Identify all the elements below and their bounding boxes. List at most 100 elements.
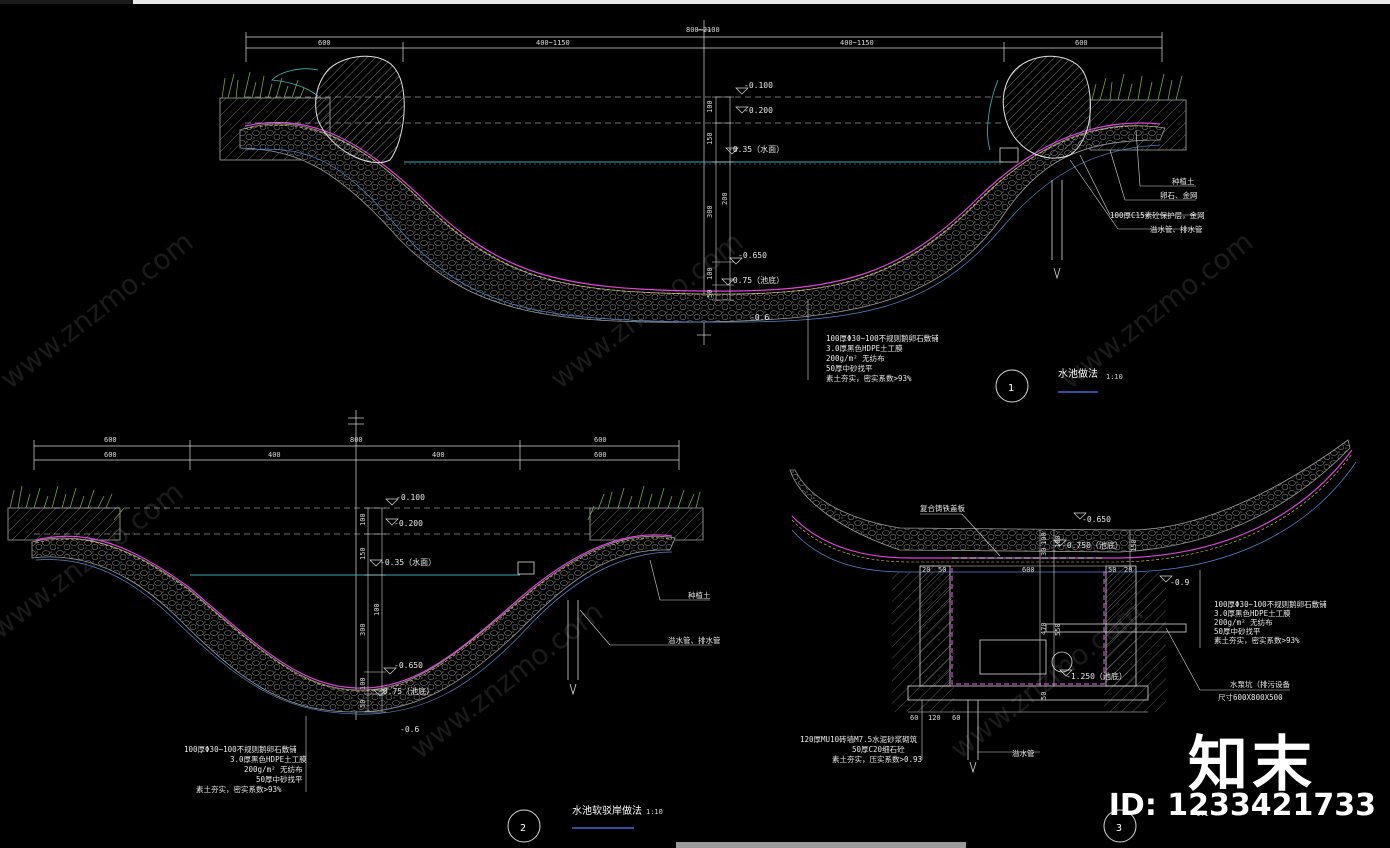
d2-detail-circle xyxy=(507,809,541,843)
svg-text:100: 100 xyxy=(706,100,714,113)
svg-text:150: 150 xyxy=(359,547,367,560)
svg-text:50: 50 xyxy=(706,290,714,298)
bottom-scrollbar[interactable] xyxy=(676,842,966,848)
svg-text:-0.9: -0.9 xyxy=(1170,578,1189,587)
resource-id: ID: 1233421733 xyxy=(1108,788,1376,823)
application-title-bar xyxy=(0,0,1390,4)
svg-text:200g/m² 无纺布: 200g/m² 无纺布 xyxy=(1214,617,1273,627)
svg-text:100厚Φ30~100不规则鹅卵石敷铺: 100厚Φ30~100不规则鹅卵石敷铺 xyxy=(1214,599,1327,609)
title-bar-tab[interactable] xyxy=(0,0,133,4)
svg-text:50: 50 xyxy=(1108,566,1116,574)
watermark-text-1: www.znzmo.com xyxy=(0,225,199,396)
svg-text:120: 120 xyxy=(928,714,941,722)
d2-right-grass xyxy=(587,485,701,521)
svg-text:20: 20 xyxy=(1124,566,1132,574)
svg-text:600: 600 xyxy=(594,436,607,444)
svg-text:300: 300 xyxy=(706,205,714,218)
svg-text:400: 400 xyxy=(432,451,445,459)
d1-dim-mid-right: 400~1150 xyxy=(840,39,874,47)
svg-text:素土夯实，密实系数>93%: 素土夯实，密实系数>93% xyxy=(1214,635,1300,645)
svg-text:150: 150 xyxy=(706,132,714,145)
svg-text:100: 100 xyxy=(359,677,367,690)
svg-text:200: 200 xyxy=(721,192,729,205)
d1-layer-3: 200g/m² 无纺布 xyxy=(826,353,885,363)
svg-text:100: 100 xyxy=(1040,532,1048,545)
d2-membrane-line xyxy=(35,534,673,689)
d1-dim-total: 800~2100 xyxy=(686,26,720,34)
svg-text:30: 30 xyxy=(1040,548,1048,556)
d2-overflow-pipe xyxy=(517,561,535,575)
d1-note-1: 种植土 xyxy=(1172,176,1195,186)
detail-2-section: 600 800 600 600 400 400 600 xyxy=(7,410,721,843)
d1-note-2: 卵石、金网 xyxy=(1160,190,1198,200)
d3-base-slab xyxy=(907,685,1149,701)
d1-dim-left: 600 xyxy=(318,39,331,47)
svg-text:50: 50 xyxy=(938,566,946,574)
svg-text:800: 800 xyxy=(350,436,363,444)
d1-elev-bottom: -0.75（池底） xyxy=(728,275,784,285)
svg-text:-0.6: -0.6 xyxy=(400,725,419,734)
d1-elev-water: -0.35（水面） xyxy=(728,144,784,154)
d1-left-aquatic-plant xyxy=(271,68,319,97)
svg-text:-0.650: -0.650 xyxy=(1082,515,1111,524)
d3-top-note: 复合铸铁盖板 xyxy=(920,503,965,513)
d3-pump-size: 尺寸600X800X500 xyxy=(1218,692,1283,702)
svg-text:60: 60 xyxy=(910,714,918,722)
d1-right-boulder xyxy=(1002,55,1091,159)
svg-text:-0.650: -0.650 xyxy=(394,661,423,670)
svg-text:600: 600 xyxy=(1022,566,1035,574)
d2-note-1: 种植土 xyxy=(688,590,711,600)
d3-left-wall xyxy=(919,565,951,687)
d2-left-grass xyxy=(9,485,125,521)
svg-text:200g/m² 无纺布: 200g/m² 无纺布 xyxy=(244,764,303,774)
d1-layer-1: 100厚Φ30~100不规则鹅卵石敷铺 xyxy=(826,333,939,343)
d3-detail-circle xyxy=(1103,809,1137,843)
svg-text:50: 50 xyxy=(359,700,367,708)
d1-subgrade-line xyxy=(244,144,1161,323)
d1-gravel-layer xyxy=(239,123,1166,323)
d2-dimension-lines xyxy=(33,410,680,720)
svg-text:100: 100 xyxy=(706,267,714,280)
d1-dim-mid-left: 400~1150 xyxy=(536,39,570,47)
svg-text:550: 550 xyxy=(1054,623,1062,636)
d1-note-4: 溢水管、排水管 xyxy=(1150,224,1203,234)
svg-text:600: 600 xyxy=(104,451,117,459)
svg-text:400: 400 xyxy=(268,451,281,459)
svg-text:-1.250（池底）: -1.250（池底） xyxy=(1066,671,1127,681)
d1-elev-1: -0.100 xyxy=(744,81,773,90)
d3-gravel-layer xyxy=(789,439,1351,553)
svg-text:-0.100: -0.100 xyxy=(396,493,425,502)
d1-right-leaders xyxy=(1069,129,1196,230)
d3-pit-liner xyxy=(951,568,1105,685)
d1-detail-circle xyxy=(995,369,1029,403)
svg-text:50厚C20细石砼: 50厚C20细石砼 xyxy=(852,744,905,754)
svg-text:600: 600 xyxy=(104,436,117,444)
d1-level-lines xyxy=(245,96,1004,124)
d1-overflow-pipe xyxy=(999,147,1019,163)
d1-geotextile-line xyxy=(244,125,1161,295)
svg-text:素土夯实，压实系数>0.93: 素土夯实，压实系数>0.93 xyxy=(832,754,922,764)
d1-layer-5: 素土夯实，密实系数>93% xyxy=(826,373,912,383)
svg-text:-0.750（池底）: -0.750（池底） xyxy=(1062,540,1123,550)
svg-text:1:10: 1:10 xyxy=(646,808,663,816)
svg-text:1:1: 1:1 xyxy=(1196,810,1209,818)
d2-gravel-layer xyxy=(31,535,676,713)
d3-pump-body xyxy=(979,639,1047,675)
svg-text:-0.75（池底）: -0.75（池底） xyxy=(378,686,434,696)
svg-text:100: 100 xyxy=(359,513,367,526)
svg-text:600: 600 xyxy=(594,451,607,459)
d1-elev-3: -0.650 xyxy=(738,251,767,260)
d2-detail-title: 水池软驳岸做法 xyxy=(572,804,642,817)
brand-logo: 知末 xyxy=(1188,730,1316,800)
svg-text:-0.200: -0.200 xyxy=(394,519,423,528)
svg-text:50厚中砂找平: 50厚中砂找平 xyxy=(256,774,303,784)
d2-left-soil xyxy=(7,507,121,541)
d2-note-2: 溢水管、排水管 xyxy=(668,635,721,645)
d2-right-soil xyxy=(589,507,704,541)
d1-left-boulder xyxy=(315,55,405,164)
d1-layer-2: 3.0厚黑色HDPE土工膜 xyxy=(826,343,903,353)
d1-right-grass xyxy=(1091,73,1183,101)
d1-detail-scale: 1:10 xyxy=(1106,373,1123,381)
detail-1-section: 800~2100 600 400~1150 400~1150 600 xyxy=(219,20,1205,403)
